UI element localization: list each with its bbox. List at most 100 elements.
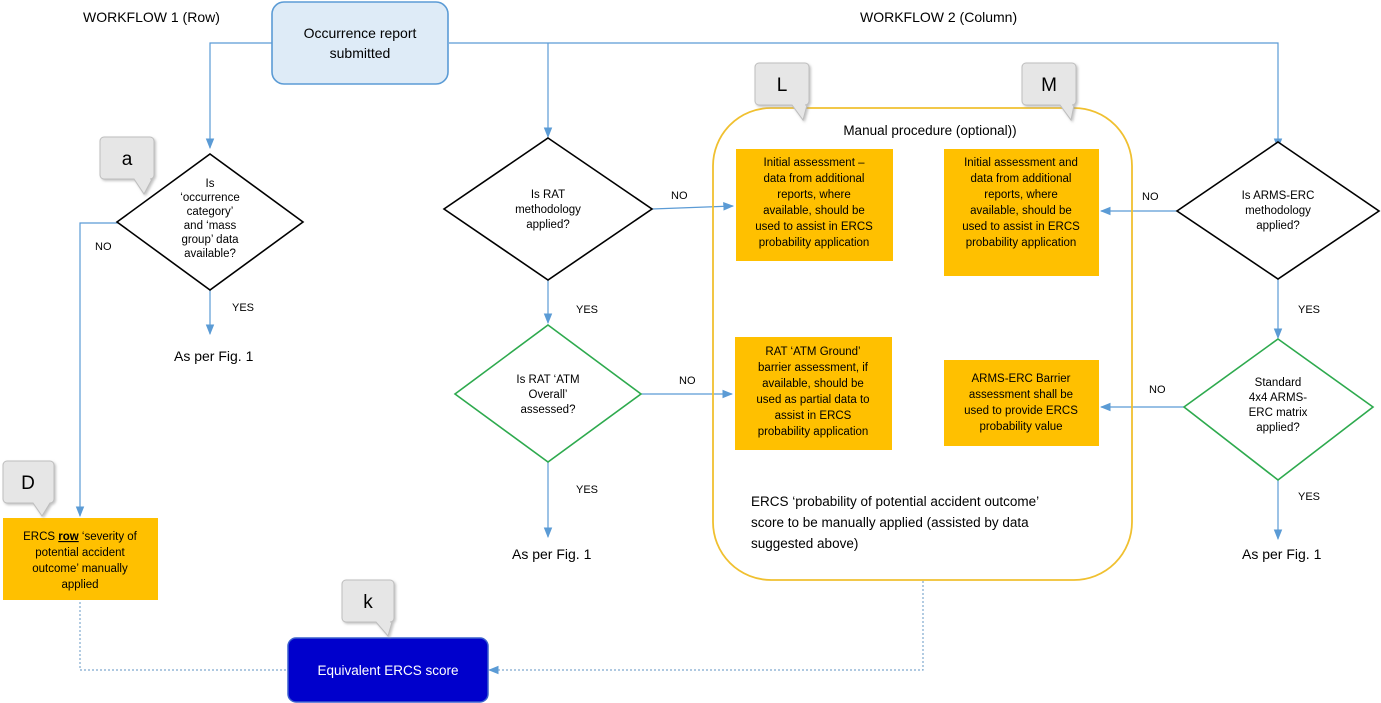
callout-a: a (99, 136, 155, 195)
decision-rat-line-3: applied? (526, 219, 569, 231)
box-rat-ground-line-3: available, should be (762, 378, 864, 390)
connectors (75, 42, 1283, 675)
callout-l: L (754, 62, 810, 122)
box-initial-arms-line-4: available, should be (970, 205, 1072, 217)
start-line-2: submitted (330, 45, 391, 61)
flow-w1-no (75, 222, 121, 518)
fig-ref-arms: As per Fig. 1 (1242, 546, 1322, 562)
decision-arms-methodology: Is ARMS-ERC methodology applied? (1175, 141, 1381, 280)
decision-occurrence-line-2: ‘occurrence (180, 192, 239, 204)
decision-matrix-line-1: Standard (1255, 377, 1302, 389)
box-initial-rat-line-1: Initial assessment – (764, 157, 866, 169)
manual-procedure-container: Manual procedure (optional)) ERCS ‘proba… (712, 107, 1133, 581)
callout-k: k (341, 579, 395, 638)
box-initial-rat-line-2: data from additional (763, 173, 864, 185)
box-ercs-row-line-3: outcome’ manually (32, 563, 128, 575)
box-rat-ground-line-5: assist in ERCS (775, 410, 852, 422)
flow-manual-to-score (487, 581, 924, 675)
callout-l-label: L (777, 75, 788, 96)
box-initial-assessment-rat: Initial assessment – data from additiona… (736, 149, 893, 261)
box-rat-atm-ground: RAT ‘ATM Ground’ barrier assessment, if … (735, 337, 892, 450)
answer-no-rat: NO (671, 190, 688, 202)
decision-rat-line-2: methodology (515, 204, 581, 216)
box-ercs-row-rest: ‘severity of (79, 531, 138, 543)
box-initial-arms-line-6: probability application (966, 237, 1077, 249)
decision-arms-line-1: Is ARMS-ERC (1242, 190, 1315, 202)
decision-occurrence-line-4: and ‘mass (184, 220, 237, 232)
decision-rat-methodology: Is RAT methodology applied? (442, 137, 654, 281)
manual-note-line-3: suggested above) (751, 536, 858, 551)
box-initial-arms-line-2: data from additional (970, 173, 1071, 185)
decision-occurrence-line-5: group’ data (181, 234, 239, 246)
decision-matrix-line-4: applied? (1256, 422, 1299, 434)
start-line-1: Occurrence report (304, 25, 417, 41)
callout-d: D (2, 460, 55, 517)
decision-arms-line-3: applied? (1256, 220, 1299, 232)
flow-start-to-workflow1 (205, 42, 272, 150)
answer-no-arms: NO (1142, 191, 1159, 203)
decision-atm-line-1: Is RAT ‘ATM (516, 374, 579, 386)
answer-no-atm: NO (679, 375, 696, 387)
answer-yes-workflow1: YES (232, 302, 254, 314)
box-rat-ground-line-4: used as partial data to (756, 394, 869, 406)
workflow-2-label: WORKFLOW 2 (Column) (860, 9, 1017, 25)
box-arms-barrier-line-1: ARMS-ERC Barrier (971, 373, 1070, 385)
box-ercs-row-line-4: applied (61, 579, 98, 591)
start-node: Occurrence report submitted (271, 1, 449, 85)
callout-m-label: M (1041, 75, 1057, 96)
box-ercs-row-prefix: ERCS (23, 531, 58, 543)
callout-m: M (1021, 62, 1077, 122)
decision-matrix-line-3: ERC matrix (1249, 407, 1308, 419)
box-initial-arms-line-5: used to assist in ERCS (962, 221, 1080, 233)
decision-atm-line-3: assessed? (521, 404, 576, 416)
fig-ref-rat: As per Fig. 1 (512, 546, 592, 562)
box-initial-rat-line-3: reports, where (777, 189, 851, 201)
decision-occurrence-line-1: Is (206, 178, 215, 190)
decision-matrix-line-2: 4x4 ARMS- (1249, 392, 1307, 404)
answer-no-matrix: NO (1149, 384, 1166, 396)
box-initial-assessment-arms: Initial assessment and data from additio… (944, 149, 1099, 276)
flow-row-to-score (79, 602, 287, 671)
box-rat-ground-line-1: RAT ‘ATM Ground’ (765, 346, 860, 358)
callout-d-label: D (21, 473, 35, 494)
manual-procedure-title: Manual procedure (optional)) (843, 123, 1016, 138)
box-arms-barrier-line-4: probability value (979, 421, 1062, 433)
decision-occurrence-category: Is ‘occurrence category’ and ‘mass group… (115, 153, 305, 291)
box-rat-ground-line-6: probability application (758, 426, 869, 438)
box-rat-ground-line-2: barrier assessment, if (758, 362, 869, 374)
flow-start-to-arms (449, 42, 1283, 150)
box-initial-rat-line-4: available, should be (763, 205, 865, 217)
manual-note-line-1: ERCS ‘probability of potential accident … (751, 494, 1039, 509)
answer-no-workflow1: NO (95, 241, 112, 253)
callout-a-label: a (122, 149, 133, 170)
end-node-label: Equivalent ERCS score (317, 663, 458, 678)
workflow-1-label: WORKFLOW 1 (Row) (83, 9, 220, 25)
decision-arms-line-2: methodology (1245, 205, 1311, 217)
decision-occurrence-line-6: available? (184, 248, 236, 260)
decision-rat-line-1: Is RAT (531, 189, 565, 201)
box-ercs-row-line-1: ERCS row ‘severity of (23, 531, 138, 543)
answer-yes-matrix: YES (1298, 491, 1320, 503)
answer-yes-atm: YES (576, 484, 598, 496)
answer-yes-rat: YES (576, 304, 598, 316)
manual-note-line-2: score to be manually applied (assisted b… (751, 515, 1029, 530)
decision-atm-line-2: Overall’ (529, 389, 568, 401)
decision-arms-matrix: Standard 4x4 ARMS- ERC matrix applied? (1182, 338, 1375, 482)
decision-occurrence-line-3: category’ (187, 206, 234, 218)
box-initial-rat-line-6: probability application (759, 237, 870, 249)
answer-yes-arms: YES (1298, 304, 1320, 316)
end-node: Equivalent ERCS score (287, 637, 489, 703)
callout-k-label: k (363, 592, 373, 613)
box-ercs-row-emphasis: row (58, 531, 79, 543)
box-arms-barrier-line-2: assessment shall be (969, 389, 1073, 401)
flow-rat-no (651, 202, 735, 211)
box-initial-arms-line-1: Initial assessment and (964, 157, 1078, 169)
decision-rat-atm-overall: Is RAT ‘ATM Overall’ assessed? (453, 324, 643, 463)
box-arms-barrier: ARMS-ERC Barrier assessment shall be use… (944, 360, 1099, 446)
box-initial-arms-line-3: reports, where (984, 189, 1058, 201)
fig-ref-workflow1: As per Fig. 1 (174, 348, 254, 364)
box-ercs-row-line-2: potential accident (35, 547, 125, 559)
box-ercs-row-severity: ERCS row ‘severity of potential accident… (3, 518, 158, 600)
box-arms-barrier-line-3: used to provide ERCS (964, 405, 1078, 417)
